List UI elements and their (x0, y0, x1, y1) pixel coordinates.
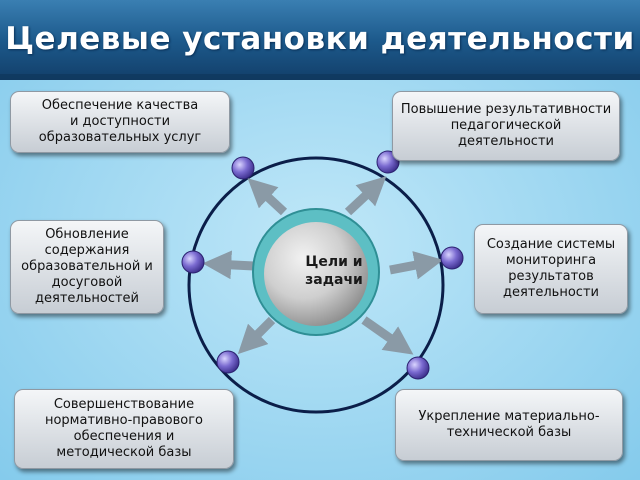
goal-text-monitoring: Создание системы мониторинга результатов… (486, 237, 616, 300)
node-right (440, 246, 464, 270)
arrows-group (202, 176, 444, 355)
node-lower-left (216, 350, 240, 374)
goal-box-monitoring: Создание системы мониторинга результатов… (474, 224, 628, 314)
goal-text-regulatory: Совершенствование нормативно-правового о… (44, 397, 204, 460)
arrow-upper-right (344, 176, 387, 216)
node-left (181, 250, 205, 274)
node-lower-right (406, 356, 430, 380)
goal-box-effectiveness: Повышение результативности педагогическо… (392, 91, 620, 161)
goal-text-material-base: Укрепление материально- технической базы (418, 409, 600, 440)
title-band (0, 0, 640, 80)
center-label: Цели и задачи (305, 254, 363, 288)
arrow-lower-left (237, 316, 276, 355)
arrow-right (389, 251, 444, 280)
node-upper-left (231, 156, 255, 180)
arrow-upper-left (247, 178, 288, 216)
title-band-shadow (0, 74, 640, 80)
orbit-ring (187, 156, 445, 414)
goal-box-material-base: Укрепление материально- технической базы (395, 389, 623, 461)
goal-box-content-renewal: Обновление содержания образовательной и … (10, 220, 164, 314)
goal-text-content-renewal: Обновление содержания образовательной и … (21, 227, 153, 306)
arrow-lower-right (361, 316, 414, 355)
center-ring-edge (252, 208, 380, 336)
goal-text-quality: Обеспечение качества и доступности образ… (38, 98, 202, 145)
arrow-left (202, 250, 255, 280)
center-disc (264, 222, 368, 326)
goal-box-regulatory: Совершенствование нормативно-правового о… (14, 389, 234, 469)
goal-box-quality: Обеспечение качества и доступности образ… (10, 91, 230, 153)
goal-text-effectiveness: Повышение результативности педагогическо… (400, 102, 612, 149)
slide-title: Целевые установки деятельности (5, 21, 635, 57)
